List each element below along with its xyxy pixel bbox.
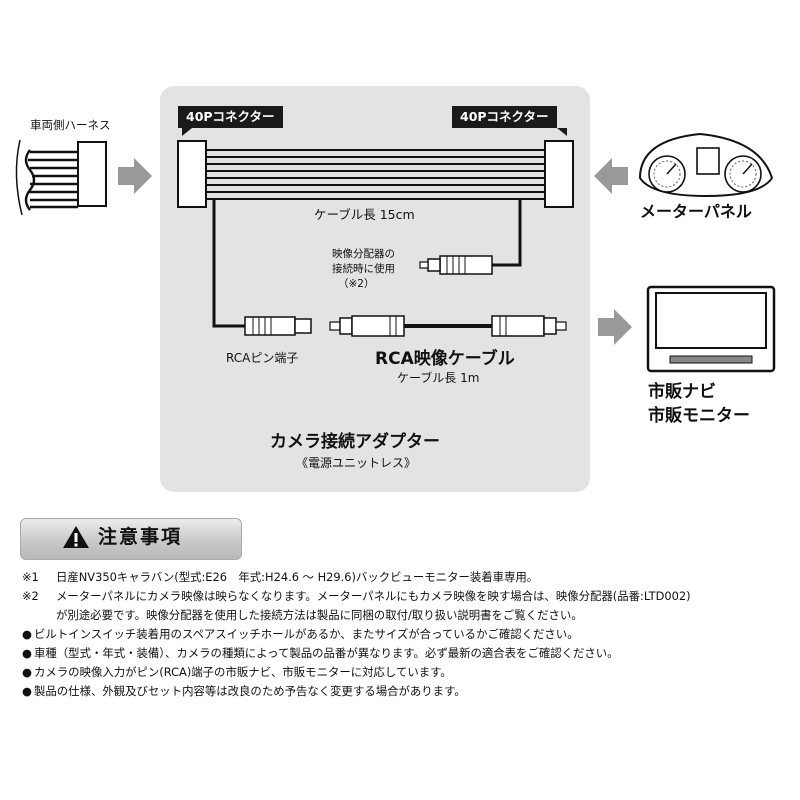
rca-cable-length: ケーブル長 1m <box>397 371 480 385</box>
notice-mark: ● <box>22 684 32 698</box>
notice-mark: ※1 <box>22 570 39 584</box>
adapter-panel <box>160 86 590 492</box>
notice-item: ●製品の仕様、外観及びセット内容等は改良のため予告なく変更する場合があります。 <box>22 684 466 699</box>
splitter-note-line3: （※2） <box>338 278 375 290</box>
cable-length-main: ケーブル長 15cm <box>314 207 415 222</box>
notice-item: ※1 日産NV350キャラバン(型式:E26 年式:H24.6 ～ H29.6)バ… <box>22 570 538 585</box>
rca-video-cable <box>329 315 567 337</box>
notice-text: 車種（型式・年式・装備）、カメラの種類によって製品の品番が異なります。必ず最新の… <box>34 646 619 660</box>
rca-cable-title: RCA映像ケーブル <box>375 349 515 369</box>
notice-mark: ● <box>22 646 32 660</box>
notice-mark: ※2 <box>22 589 39 603</box>
branch-wires <box>212 200 522 328</box>
splitter-note: 映像分配器の 接続時に使用 （※2） <box>332 247 395 292</box>
harness-label: 車両側ハーネス <box>30 118 111 132</box>
arrow-adapter-to-navi <box>598 309 632 345</box>
rca-pin-terminal <box>244 316 312 336</box>
rca-pin-label: RCAピン端子 <box>226 351 299 365</box>
vehicle-harness <box>15 139 107 216</box>
notice-text: 製品の仕様、外観及びセット内容等は改良のため予告なく変更する場合があります。 <box>34 684 466 698</box>
notice-item: ●ビルトインスイッチ装着用のスペアスイッチホールがあるか、またサイズが合っている… <box>22 627 579 642</box>
adapter-subtitle: 《電源ユニットレス》 <box>296 456 417 470</box>
splitter-note-line2: 接続時に使用 <box>332 263 395 275</box>
notice-title: 注意事項 <box>98 526 183 548</box>
notice-banner <box>20 518 242 560</box>
notice-item: ※2 メーターパネルにカメラ映像は映らなくなります。メーターパネルにもカメラ映像を… <box>22 589 691 604</box>
connector-right-tag: 40Pコネクター <box>452 106 557 128</box>
warning-icon <box>63 526 89 548</box>
navi-label: 市販ナビ <box>648 382 716 402</box>
connector-left <box>177 140 207 208</box>
monitor-label: 市販モニター <box>648 406 750 426</box>
monitor-illustration <box>646 285 776 373</box>
meter-panel-label: メーターパネル <box>640 202 752 221</box>
wiring-diagram <box>15 128 776 373</box>
notice-text: 日産NV350キャラバン(型式:E26 年式:H24.6 ～ H29.6)バック… <box>56 570 539 584</box>
connector-right <box>544 140 574 208</box>
arrow-meter-to-adapter <box>594 158 628 194</box>
notice-mark: ● <box>22 665 32 679</box>
notice-text: カメラの映像入力がピン(RCA)端子の市販ナビ、市販モニターに対応しています。 <box>34 665 452 679</box>
navi-labels: 市販ナビ 市販モニター <box>648 380 750 428</box>
notice-item: ●カメラの映像入力がピン(RCA)端子の市販ナビ、市販モニターに対応しています。 <box>22 665 452 680</box>
notice-item: が別途必要です。映像分配器を使用した接続方法は製品に同梱の取付/取り扱い説明書を… <box>22 608 583 623</box>
notice-item: ●車種（型式・年式・装備）、カメラの種類によって製品の品番が異なります。必ず最新… <box>22 646 619 661</box>
arrow-harness-to-adapter <box>118 158 152 194</box>
notice-mark: ● <box>22 627 32 641</box>
rca-plug-splitter <box>419 255 493 275</box>
notice-text: ビルトインスイッチ装着用のスペアスイッチホールがあるか、またサイズが合っているか… <box>34 627 579 641</box>
splitter-note-line1: 映像分配器の <box>332 248 395 260</box>
meter-panel-illustration <box>638 132 774 198</box>
adapter-title: カメラ接続アダプター <box>270 432 440 452</box>
connector-left-tag: 40Pコネクター <box>178 106 283 128</box>
notice-text: が別途必要です。映像分配器を使用した接続方法は製品に同梱の取付/取り扱い説明書を… <box>56 608 583 622</box>
notice-text: メーターパネルにカメラ映像は映らなくなります。メーターパネルにもカメラ映像を映す… <box>56 589 691 603</box>
flat-cable <box>206 149 545 200</box>
